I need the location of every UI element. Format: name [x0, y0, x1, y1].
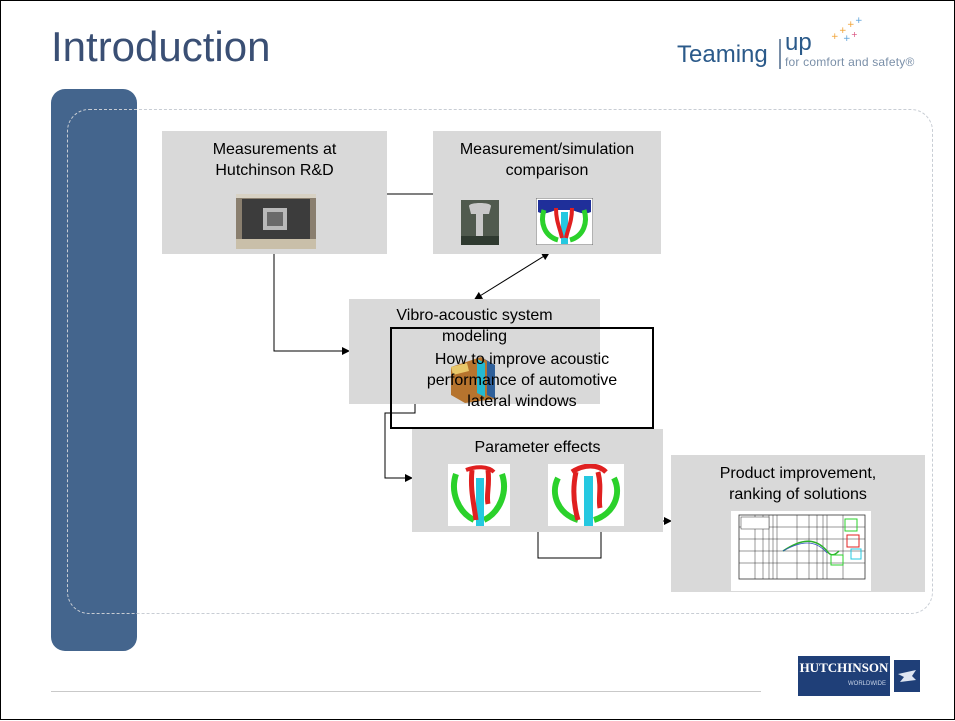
- logo-tagline: for comfort and safety®: [785, 55, 915, 69]
- test-rig-photo: [236, 194, 316, 249]
- question-box-text: How to improve acoustic performance of a…: [426, 351, 618, 410]
- seal-photo: [461, 200, 499, 245]
- box-measurements-label: Measurements at Hutchinson R&D: [212, 141, 337, 179]
- simulation-image: [536, 198, 593, 245]
- stars-icon: +++ ++ +: [831, 16, 863, 44]
- box-comparison-label: Measurement/simulation comparison: [459, 141, 635, 179]
- logo-separator: [779, 39, 781, 69]
- box-parameters-label: Parameter effects: [474, 439, 601, 456]
- box-comparison: Measurement/simulation comparison: [433, 131, 661, 254]
- svg-text:+: +: [839, 26, 847, 36]
- sidebar-bar: [51, 89, 137, 651]
- svg-text:+: +: [847, 20, 855, 30]
- simulation-image-2: [548, 464, 624, 526]
- box-parameters: Parameter effects: [412, 429, 663, 532]
- box-measurements: Measurements at Hutchinson R&D: [162, 131, 387, 254]
- box-modeling-label: Vibro-acoustic system modeling: [396, 307, 553, 345]
- slide-title: Introduction: [51, 23, 271, 70]
- svg-text:+: +: [843, 34, 851, 44]
- svg-text:+: +: [851, 30, 858, 39]
- window-model-image: [451, 357, 495, 403]
- logo-up: up: [785, 29, 812, 56]
- question-box: How to improve acoustic performance of a…: [390, 327, 654, 429]
- box-product-label: Product improvement, ranking of solution…: [719, 465, 877, 503]
- hutchinson-logo: HUTCHINSON WORLDWIDE: [798, 656, 920, 696]
- hutchinson-emblem-icon: [894, 660, 920, 692]
- simulation-image-1: [448, 464, 510, 526]
- footer-divider: [51, 691, 761, 692]
- svg-text:+: +: [831, 32, 839, 42]
- logo-word: Teaming: [677, 41, 768, 68]
- ranking-chart-image: [731, 511, 871, 591]
- box-product: Product improvement, ranking of solution…: [671, 455, 925, 592]
- teaming-up-logo: Teaming up for comfort and safety® +++ +…: [677, 15, 955, 85]
- svg-text:+: +: [855, 16, 863, 26]
- hutchinson-logo-text: HUTCHINSON: [798, 656, 890, 696]
- hutchinson-logo-sub: WORLDWIDE: [848, 681, 886, 687]
- content-frame: [67, 109, 933, 614]
